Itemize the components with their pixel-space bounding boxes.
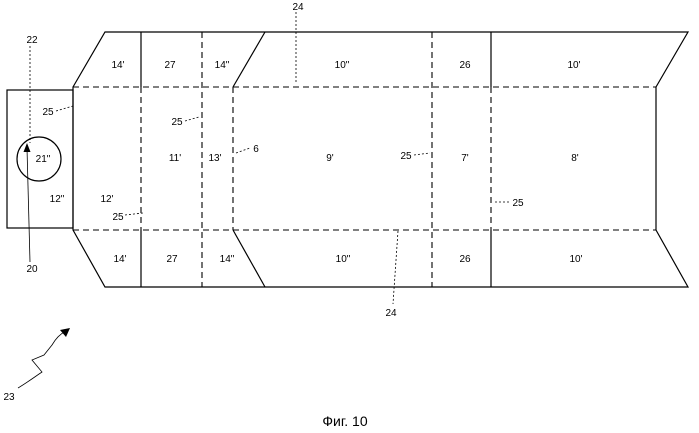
leader-24-bot [393, 231, 398, 304]
ref-25-c: 25 [112, 212, 124, 223]
label-bot-27: 27 [166, 254, 178, 265]
ref-24-top: 24 [292, 2, 304, 13]
cut-top-diag [233, 32, 265, 87]
leader-20 [27, 148, 30, 262]
label-21pp: 21" [36, 154, 51, 165]
label-9p: 9' [326, 153, 334, 164]
ref-24-bottom: 24 [385, 308, 397, 319]
label-7p: 7' [461, 153, 469, 164]
label-top-10p: 10' [567, 60, 580, 71]
figure-caption: Фиг. 10 [322, 413, 367, 429]
leader-6 [236, 148, 250, 153]
leader-25-d [414, 153, 430, 155]
label-bot-14p: 14' [113, 254, 126, 265]
cut-bot-diag [233, 230, 265, 287]
ref-22: 22 [26, 35, 38, 46]
squiggle-23 [18, 331, 66, 388]
label-8p: 8' [571, 153, 579, 164]
arrowhead-20 [24, 143, 31, 152]
label-top-10pp: 10" [335, 60, 350, 71]
arrowhead-23 [60, 328, 70, 337]
ref-25-e: 25 [512, 198, 524, 209]
label-top-26: 26 [459, 60, 471, 71]
label-top-14p: 14' [111, 60, 124, 71]
label-bot-10pp: 10" [336, 254, 351, 265]
label-bot-14pp: 14" [220, 254, 235, 265]
label-13p: 13' [208, 153, 221, 164]
ref-25-b: 25 [171, 117, 183, 128]
label-12p: 12' [100, 194, 113, 205]
ref-25-d: 25 [400, 151, 412, 162]
label-bot-26: 26 [459, 254, 471, 265]
label-top-27: 27 [164, 60, 176, 71]
ref-23: 23 [3, 392, 15, 403]
label-bot-10p: 10' [569, 254, 582, 265]
leader-25-b [185, 117, 199, 121]
ref-25-a: 25 [42, 107, 54, 118]
label-11p: 11' [169, 153, 181, 164]
ref-20: 20 [26, 264, 38, 275]
label-top-14pp: 14" [215, 60, 230, 71]
leader-25-c [125, 213, 143, 215]
ref-6: 6 [253, 144, 259, 155]
label-12pp: 12" [50, 194, 65, 205]
leader-25-a [56, 106, 73, 111]
